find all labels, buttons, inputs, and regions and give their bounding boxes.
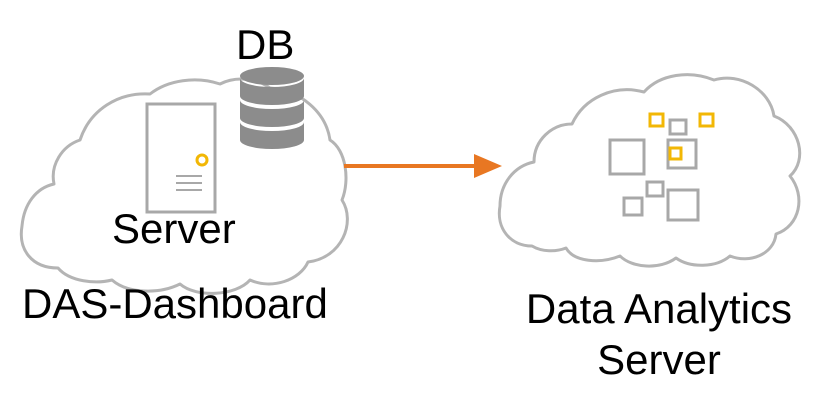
analytics-squares-icon xyxy=(608,112,715,222)
arrow-right-icon xyxy=(344,154,502,178)
das-dashboard-label: DAS-Dashboard xyxy=(22,280,328,327)
server-tower-icon xyxy=(145,102,217,214)
database-label: DB xyxy=(236,21,295,68)
server-label: Server xyxy=(112,205,236,252)
data-analytics-label-line1: Data Analytics xyxy=(525,285,793,332)
right-cloud-icon xyxy=(497,73,802,268)
data-analytics-label-line2: Server xyxy=(597,336,721,384)
server-status-light xyxy=(195,153,209,167)
database-icon xyxy=(240,67,304,149)
data-analytics-server-label: Data Analytics Server xyxy=(508,283,810,385)
